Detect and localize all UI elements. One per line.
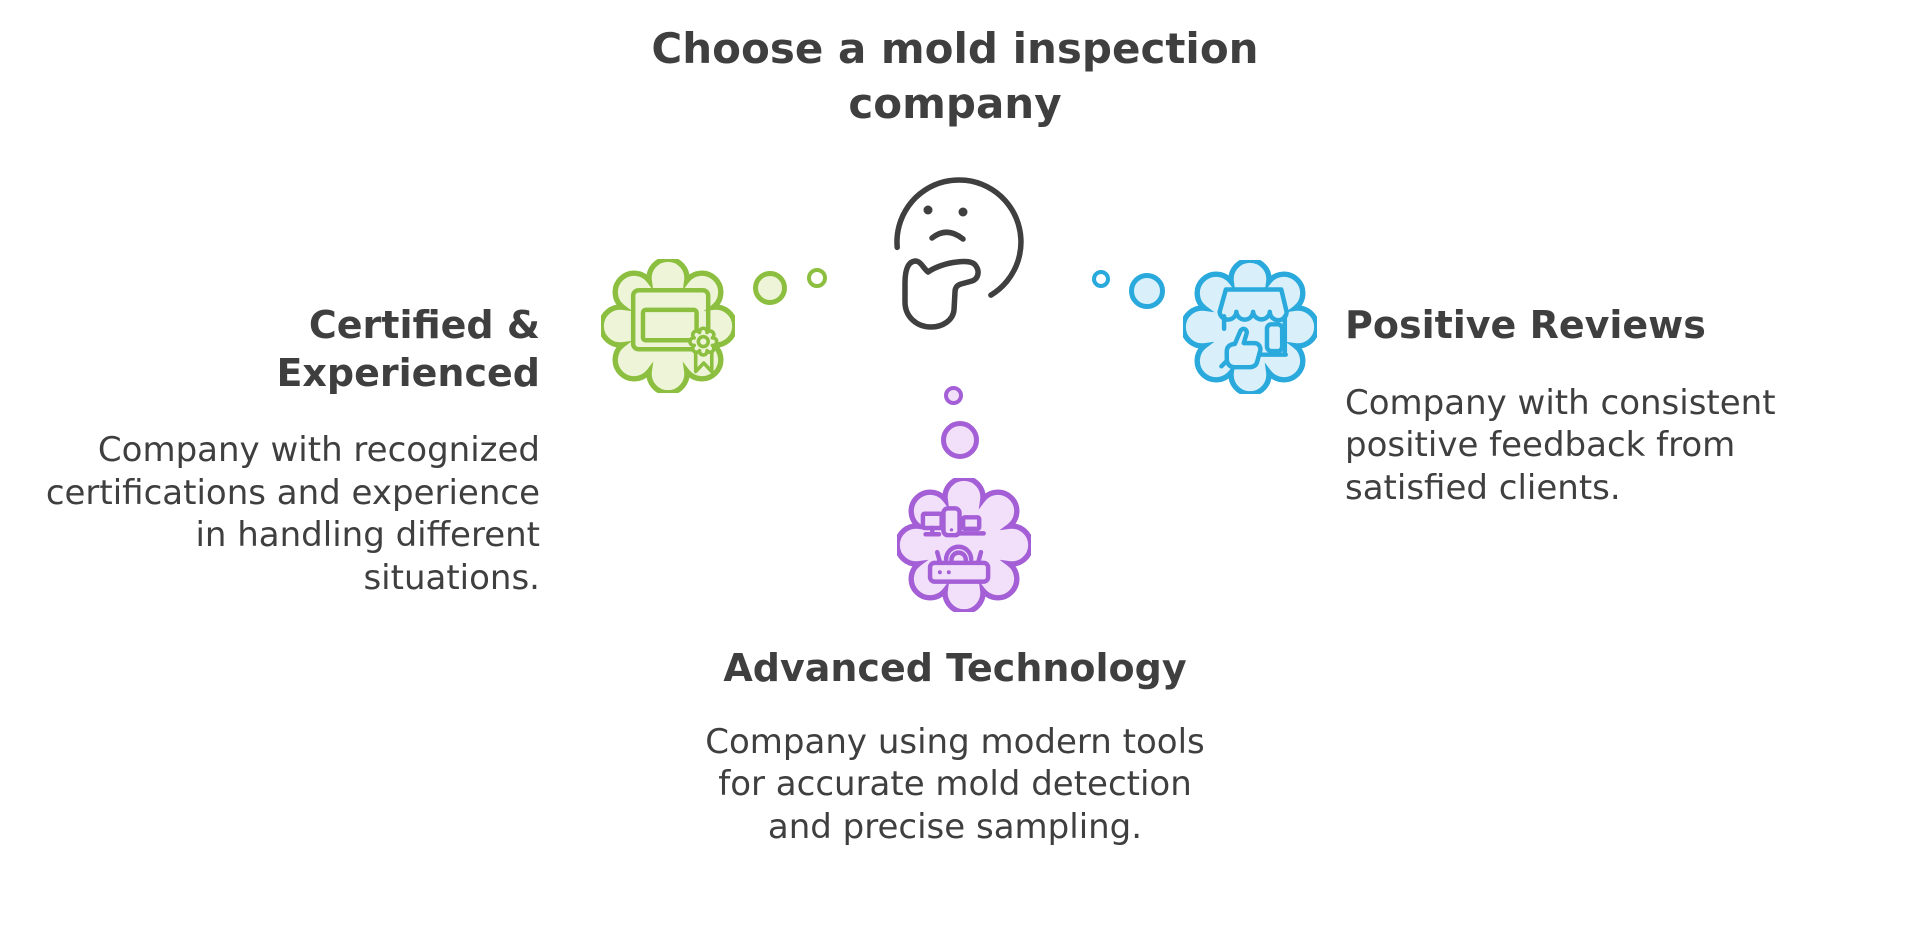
right-eye-dot	[958, 207, 968, 217]
door	[1264, 322, 1285, 354]
thinking-face-icon	[894, 177, 1024, 330]
left-eye-dot	[923, 205, 933, 215]
frown-mouth	[929, 229, 966, 242]
section-reviews: Positive Reviews Company with consistent…	[1345, 302, 1845, 509]
thought-dot-purple-large	[941, 421, 979, 459]
thought-dot-blue-small	[1092, 270, 1110, 288]
thought-dot-green-large	[753, 271, 787, 305]
router	[927, 560, 991, 584]
section-certified: Certified & Experienced Company with rec…	[40, 302, 540, 599]
thumbs-up	[1224, 326, 1263, 370]
thought-cloud	[601, 259, 735, 393]
thought-dot-purple-small	[944, 386, 963, 405]
rosette-seal	[688, 326, 719, 357]
thought-dot-blue-large	[1129, 273, 1165, 309]
section-technology: Advanced Technology Company using modern…	[695, 645, 1215, 848]
thinking-hand	[902, 258, 981, 330]
laptop	[960, 515, 982, 532]
devices-network-icon	[920, 506, 991, 584]
reviews-thought-bubble	[1183, 260, 1317, 394]
certified-body: Company with recognized certifications a…	[45, 430, 540, 598]
phone	[941, 506, 962, 538]
technology-thought-bubble	[897, 478, 1031, 612]
page-title: Choose a mold inspection company	[651, 24, 1259, 128]
technology-body: Company using modern tools for accurate …	[705, 721, 1205, 847]
technology-heading: Advanced Technology	[723, 646, 1187, 690]
certificate-icon	[630, 288, 719, 374]
thought-cloud	[1183, 260, 1317, 394]
certified-heading: Certified & Experienced	[276, 303, 540, 395]
wifi-arcs	[943, 544, 974, 562]
reviews-heading: Positive Reviews	[1345, 303, 1706, 347]
storefront-thumbs-up-icon	[1217, 287, 1289, 370]
awning	[1217, 287, 1289, 323]
reviews-body: Company with consistent positive feedbac…	[1345, 382, 1776, 508]
thought-dot-green-small	[807, 268, 827, 288]
certificate-thought-bubble	[601, 259, 735, 393]
thought-cloud	[897, 478, 1031, 612]
